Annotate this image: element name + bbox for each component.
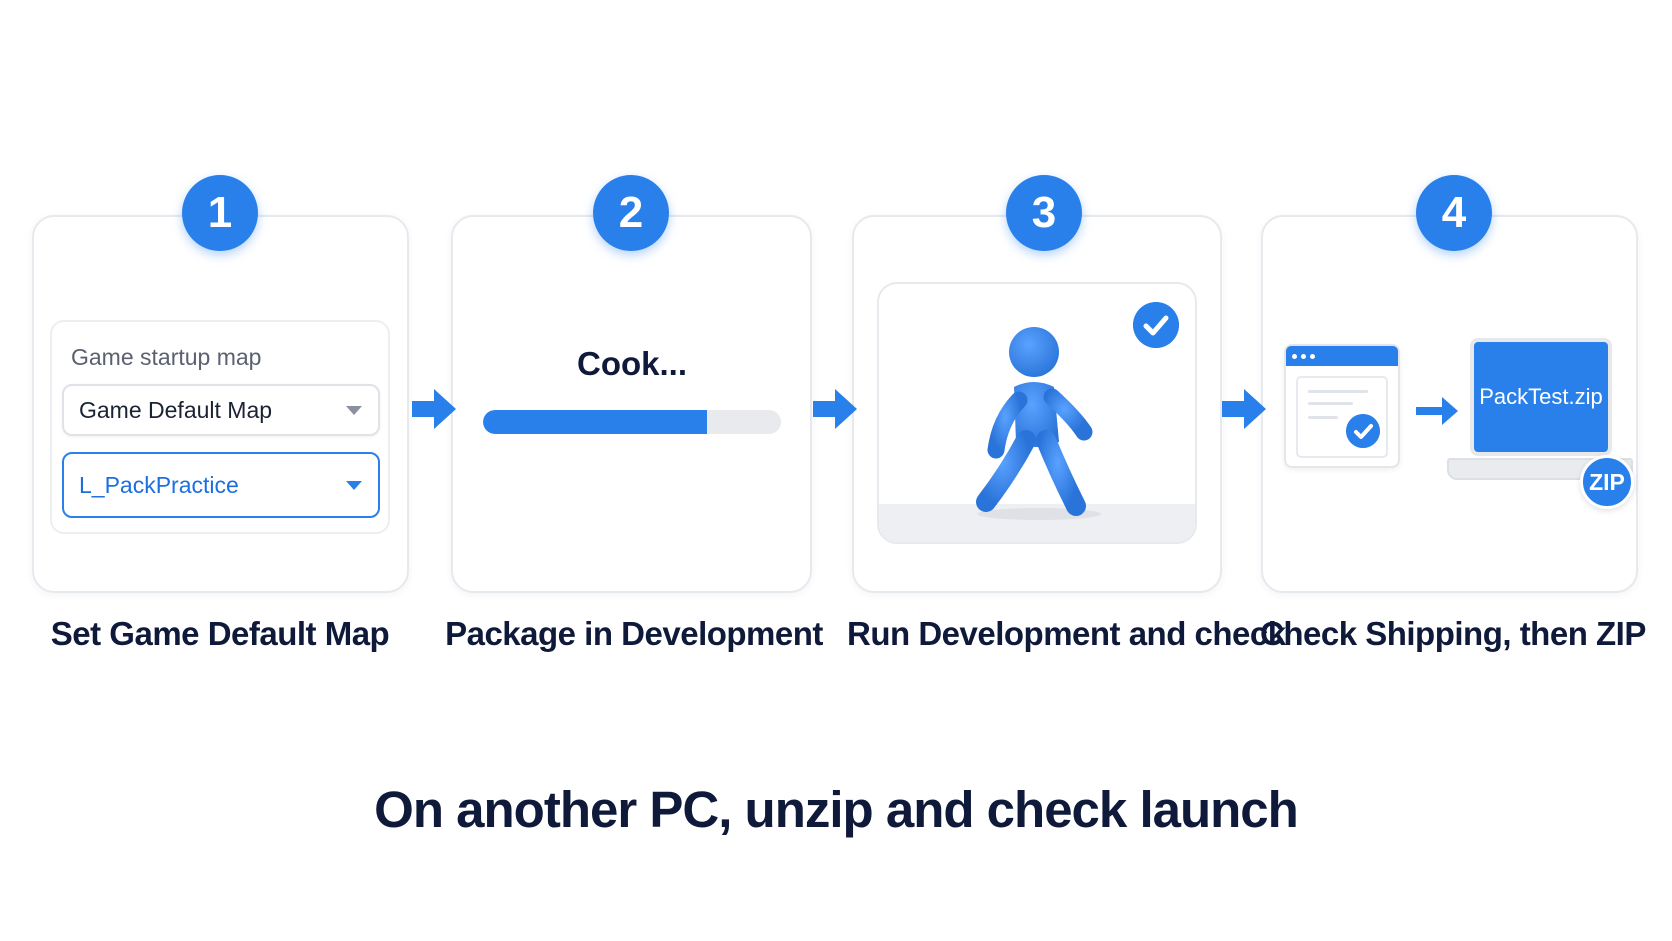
cook-status: Cook... [576,345,687,382]
step-2-card [451,215,812,593]
cook-progress-fill [483,410,707,434]
arrow-right-icon [1222,389,1266,429]
shipping-build-window [1284,344,1400,468]
step-1-number-badge: 1 [182,175,258,251]
selected-map-dropdown[interactable]: L_PackPractice [62,452,380,518]
check-icon [1346,414,1380,448]
window-titlebar [1286,346,1398,366]
zip-badge: ZIP [1580,455,1634,509]
cook-progress-bar [483,410,781,434]
arrow-right-icon [1416,397,1458,425]
step-1-caption: Set Game Default Map [50,615,390,652]
step-4-caption: Check Shipping, then ZIP [1260,615,1646,652]
step-2-caption: Package in Development [445,615,823,652]
chevron-down-icon [346,406,362,415]
zip-filename: PackTest.zip [1479,384,1603,409]
walking-figure-icon [976,327,1101,520]
startup-map-settings: Game startup map Game Default Map L_Pack… [50,320,390,534]
check-icon [1133,302,1179,348]
startup-map-label: Game startup map [71,344,262,370]
chevron-down-icon [346,481,362,490]
step-3-caption: Run Development and check [847,615,1286,652]
step-2-number-badge: 2 [593,175,669,251]
game-default-map-value: Game Default Map [79,396,273,423]
window-content [1296,376,1388,458]
arrow-right-icon [412,389,456,429]
footer-instruction: On another PC, unzip and check launch [374,781,1299,838]
laptop-screen: PackTest.zip [1470,338,1612,456]
arrow-right-icon [813,389,857,429]
step-3-number-badge: 3 [1006,175,1082,251]
game-run-preview [877,282,1197,544]
step-4-number-badge: 4 [1416,175,1492,251]
game-default-map-dropdown[interactable]: Game Default Map [62,384,380,436]
selected-map-value: L_PackPractice [79,471,239,498]
